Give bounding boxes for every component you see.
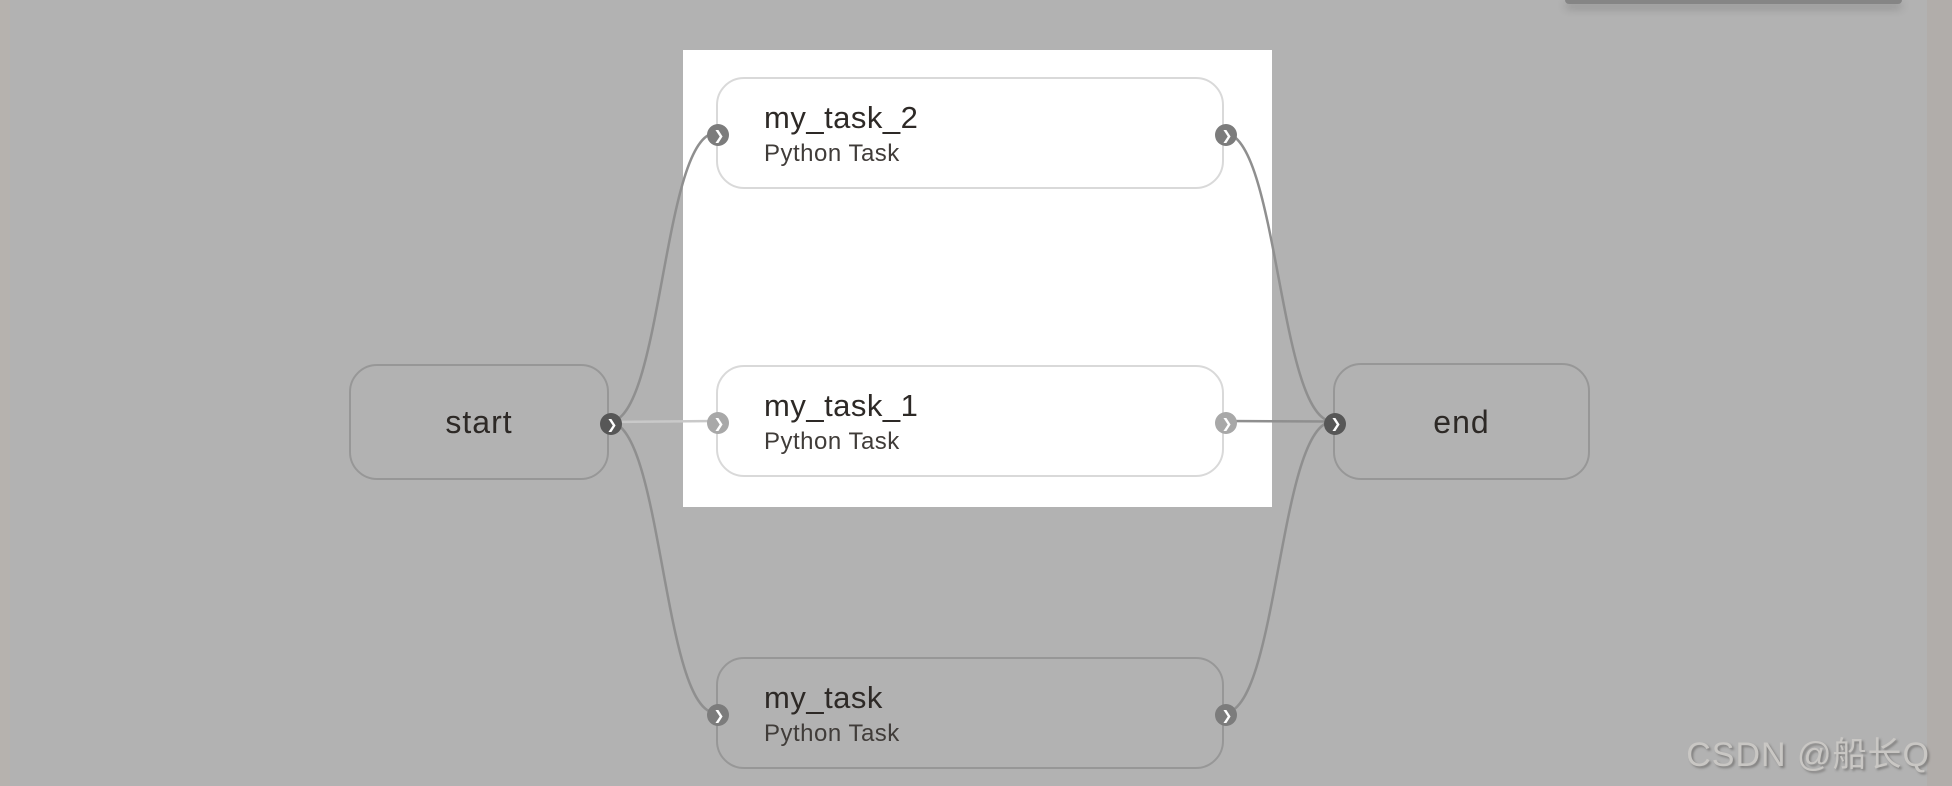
edge-start-my_task_1[interactable]: [608, 419, 717, 424]
edge-start-my_task[interactable]: [608, 420, 717, 715]
page-left-gutter: [0, 0, 10, 786]
node-title: my_task_1: [764, 387, 919, 423]
port-in-my_task_2[interactable]: ❯: [707, 124, 729, 146]
node-title: my_task: [764, 679, 883, 715]
node-title: end: [1433, 403, 1490, 440]
selection-overlay: [683, 50, 1272, 507]
node-subtitle: Python Task: [764, 719, 900, 747]
edge-my_task_1-end[interactable]: [1223, 419, 1334, 423]
port-in-my_task[interactable]: ❯: [707, 704, 729, 726]
edges-layer: [608, 131, 1334, 715]
edge-my_task-end[interactable]: [1223, 420, 1334, 715]
port-in-end[interactable]: ❯: [1324, 412, 1346, 435]
watermark: CSDN @船长Q: [1686, 736, 1930, 774]
node-subtitle: Python Task: [764, 427, 900, 455]
toolbar-fragment[interactable]: [1565, 0, 1902, 4]
chevron-right-icon: ❯: [606, 416, 618, 432]
port-in-my_task_1[interactable]: ❯: [707, 412, 729, 434]
page-right-gutter: [1927, 0, 1952, 786]
chevron-right-icon: ❯: [713, 415, 725, 431]
chevron-right-icon: ❯: [1330, 416, 1342, 431]
node-end[interactable]: end ❯: [1324, 363, 1590, 480]
edge-start-my_task_2[interactable]: [608, 131, 717, 424]
port-out-my_task[interactable]: ❯: [1215, 704, 1237, 726]
port-out-my_task_2[interactable]: ❯: [1215, 124, 1237, 146]
port-out-start[interactable]: ❯: [600, 413, 622, 435]
chevron-right-icon: ❯: [1221, 707, 1233, 723]
chevron-right-icon: ❯: [713, 707, 725, 723]
chevron-right-icon: ❯: [1221, 415, 1233, 431]
node-title: start: [445, 404, 513, 440]
chevron-right-icon: ❯: [1221, 127, 1233, 143]
node-start[interactable]: start ❯: [349, 364, 622, 480]
port-out-my_task_1[interactable]: ❯: [1215, 412, 1237, 434]
edge-my_task_2-end[interactable]: [1223, 131, 1334, 423]
node-subtitle: Python Task: [764, 139, 900, 167]
node-title: my_task_2: [764, 99, 919, 135]
chevron-right-icon: ❯: [713, 127, 725, 143]
